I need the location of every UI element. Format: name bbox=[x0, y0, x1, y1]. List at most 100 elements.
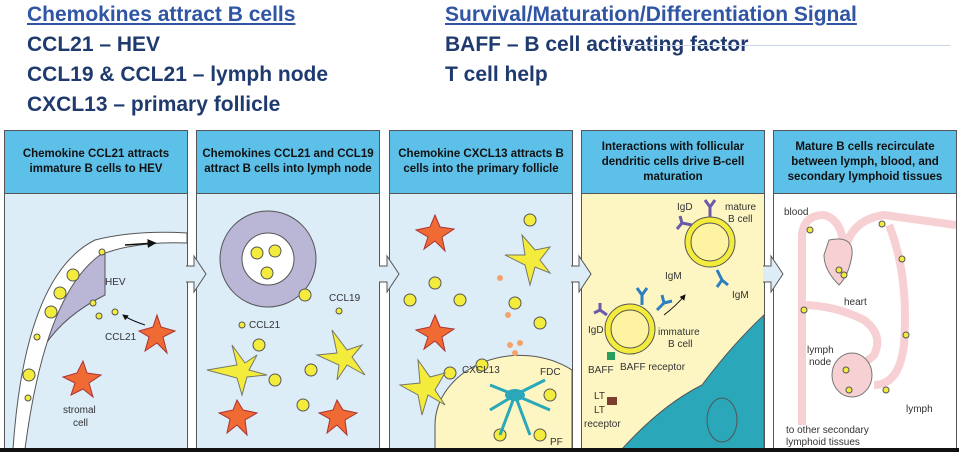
recirculation-illustration: blood heart lymph node lymph to other se… bbox=[784, 207, 956, 448]
b-cell bbox=[475, 358, 489, 372]
right-heading-line: T cell help bbox=[445, 63, 548, 86]
b-cell bbox=[845, 386, 853, 394]
b-cell bbox=[403, 293, 417, 307]
lt-receptor-label: receptor bbox=[584, 419, 621, 430]
b-cell bbox=[840, 271, 848, 279]
chemokine-dot bbox=[507, 342, 513, 348]
chemokine-dot bbox=[95, 312, 103, 320]
maturation-arrow bbox=[663, 294, 686, 316]
right-heading-line: BAFF – B cell activating factor bbox=[445, 33, 749, 56]
lymph-node bbox=[831, 352, 873, 398]
vessel-lumen bbox=[241, 232, 295, 286]
left-heading-line: CXCL13 – primary follicle bbox=[27, 93, 281, 116]
lymph-node-label: node bbox=[809, 357, 832, 368]
chemokine-arrow bbox=[122, 314, 146, 326]
next-step-arrow-icon bbox=[571, 254, 592, 294]
fdc-cell bbox=[621, 314, 764, 449]
chemokine-dot bbox=[335, 307, 343, 315]
b-cell bbox=[878, 220, 886, 228]
panel-title: Chemokine CCL21 attracts immature B cell… bbox=[5, 131, 187, 194]
b-cell bbox=[443, 366, 457, 380]
blood-label: blood bbox=[784, 207, 808, 218]
b-cell bbox=[543, 388, 557, 402]
ccl21-label: CCL21 bbox=[105, 332, 137, 343]
b-cell bbox=[508, 296, 522, 310]
stromal-label: cell bbox=[73, 418, 88, 429]
b-cell bbox=[533, 428, 547, 442]
heart-label: heart bbox=[844, 297, 867, 308]
divider bbox=[620, 45, 950, 46]
igm-label: IgM bbox=[732, 290, 749, 301]
panel-title: Mature B cells recirculate between lymph… bbox=[774, 131, 956, 194]
b-cell bbox=[53, 286, 67, 300]
panel-follicle: Chemokine CXCL13 attracts B cells into t… bbox=[389, 130, 573, 450]
fdc-body bbox=[505, 389, 525, 401]
panel-title: Chemokine CXCL13 attracts B cells into t… bbox=[390, 131, 572, 194]
b-cell bbox=[902, 331, 910, 339]
panel-lymph-node: Chemokines CCL21 and CCL19 attract B cel… bbox=[196, 130, 380, 450]
left-heading-line: CCL21 – HEV bbox=[27, 33, 161, 56]
b-cell bbox=[66, 268, 80, 282]
blood-vessel bbox=[12, 231, 187, 449]
igd-label: IgD bbox=[677, 202, 693, 213]
hev-illustration: HEV CCL21 stromal cell bbox=[12, 231, 187, 449]
chemokine-dot bbox=[505, 312, 511, 318]
b-cell bbox=[268, 244, 282, 258]
igd-label: IgD bbox=[588, 325, 604, 336]
dendritic-cell bbox=[206, 329, 366, 397]
mature-label: mature bbox=[725, 202, 757, 213]
chemokine-dot bbox=[517, 340, 523, 346]
chemokine-dot bbox=[89, 299, 97, 307]
panel-title: Interactions with follicular dendritic c… bbox=[582, 131, 764, 194]
lymph-node-label: lymph bbox=[807, 345, 834, 356]
dendritic-cell bbox=[398, 233, 552, 416]
b-cell bbox=[22, 368, 36, 382]
follicle-illustration: CXCL13 FDC PF bbox=[398, 213, 572, 449]
panel-maturation: Interactions with follicular dendritic c… bbox=[581, 130, 765, 450]
next-step-arrow-icon bbox=[379, 254, 400, 294]
pf-label: PF bbox=[550, 437, 563, 448]
stromal-cell bbox=[61, 313, 177, 399]
b-cell bbox=[250, 246, 264, 260]
stromal-label: stromal bbox=[63, 405, 96, 416]
immature-label: immature bbox=[658, 327, 700, 338]
b-cell bbox=[252, 338, 266, 352]
ccl21-label: CCL21 bbox=[249, 320, 281, 331]
panel-title: Chemokines CCL21 and CCL19 attract B cel… bbox=[197, 131, 379, 194]
bottom-bar bbox=[0, 448, 959, 452]
flow-arrow bbox=[124, 239, 157, 248]
b-cell bbox=[298, 288, 312, 302]
fdc-label: FDC bbox=[540, 367, 561, 378]
chemokine-dot bbox=[111, 308, 119, 316]
chemokine-dot bbox=[238, 321, 246, 329]
b-cell-label: B cell bbox=[668, 339, 692, 350]
panel-hev: Chemokine CCL21 attracts immature B cell… bbox=[4, 130, 188, 450]
left-heading-title: Chemokines attract B cells bbox=[27, 3, 296, 26]
lt-receptor-label: LT bbox=[594, 405, 605, 416]
stromal-cell bbox=[217, 398, 359, 437]
blood-vessel bbox=[798, 210, 956, 425]
b-cell bbox=[898, 255, 906, 263]
maturation-illustration: IgD mature B cell IgM IgM IgD immature B… bbox=[584, 199, 764, 449]
cxcl13-label: CXCL13 bbox=[462, 365, 500, 376]
right-heading-title: Survival/Maturation/Differentiation Sign… bbox=[445, 3, 857, 26]
b-cell bbox=[44, 305, 58, 319]
b-cell bbox=[268, 373, 282, 387]
chemokine-dot bbox=[24, 394, 32, 402]
other-tissues-label: to other secondary bbox=[786, 425, 869, 436]
fdc-nucleus bbox=[706, 397, 738, 443]
lt-icon bbox=[607, 397, 617, 405]
b-cell bbox=[806, 226, 814, 234]
b-cell bbox=[523, 213, 537, 227]
b-cell-label: B cell bbox=[728, 214, 752, 225]
baff-receptor-label: BAFF receptor bbox=[620, 362, 686, 373]
lymph-node-illustration: CCL21 CCL19 bbox=[206, 210, 366, 437]
b-cell bbox=[842, 366, 850, 374]
left-heading-line: CCL19 & CCL21 – lymph node bbox=[27, 63, 329, 86]
lt-label: LT bbox=[594, 391, 605, 402]
next-step-arrow-icon bbox=[186, 254, 207, 294]
b-cell bbox=[453, 293, 467, 307]
b-cell bbox=[304, 363, 318, 377]
b-cell bbox=[835, 266, 843, 274]
igm-label: IgM bbox=[665, 271, 682, 282]
